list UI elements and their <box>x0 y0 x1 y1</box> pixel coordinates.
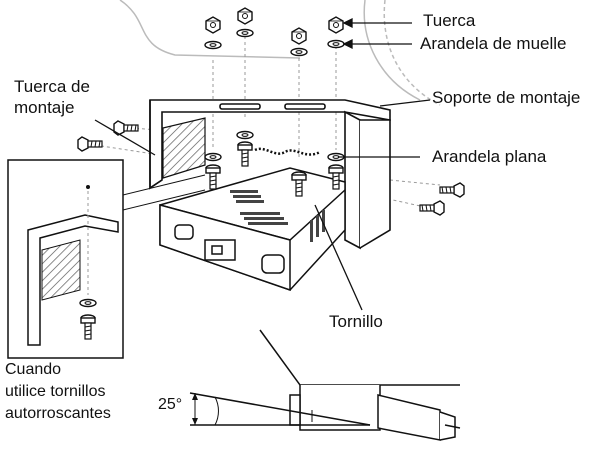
label-tuerca-montaje-2: montaje <box>14 98 75 117</box>
label-angulo: 25° <box>158 396 183 413</box>
label-soporte-montaje: Soporte de montaje <box>432 88 581 107</box>
self-tapping-inset <box>7 159 206 359</box>
label-tuerca: Tuerca <box>423 11 476 30</box>
label-cuando-3: autorroscantes <box>5 405 111 422</box>
angle-detail <box>189 329 461 441</box>
mounting-bracket <box>149 99 391 250</box>
label-arandela-plana: Arandela plana <box>432 147 547 166</box>
label-cuando-2: utilice tornillos <box>5 383 106 400</box>
label-tuerca-montaje-1: Tuerca de <box>14 77 90 96</box>
surface-outline <box>119 0 441 106</box>
label-cuando-1: Cuando <box>5 361 62 378</box>
cable <box>254 147 321 156</box>
label-tornillo: Tornillo <box>329 312 383 331</box>
radio-body <box>159 167 346 292</box>
label-arandela-muelle: Arandela de muelle <box>420 34 567 53</box>
leader-lines <box>94 17 431 311</box>
